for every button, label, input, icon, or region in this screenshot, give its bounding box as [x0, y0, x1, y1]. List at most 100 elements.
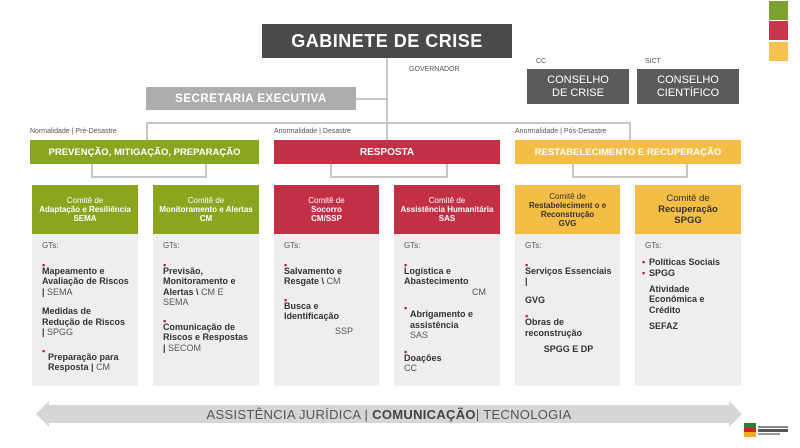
committee-adaptacao: Comitê de Adaptação e Resiliência SEMA [32, 185, 138, 234]
gt-label: GTs: [525, 241, 542, 250]
committee-socorro-prefix: Comitê de [308, 196, 345, 205]
gt-panel-recuperacao: GTs: ▪ Políticas Sociais ▪ SPGG Atividad… [635, 234, 741, 386]
phase-1-tag: Normalidade | Pré-Desastre [30, 128, 117, 135]
phase-restabelecimento-bar: RESTABELECIMENTO E RECUPERAÇÃO [515, 140, 741, 164]
gt-item: ▪ Doações CC [404, 347, 492, 374]
gt-item-owner: CM [96, 362, 111, 372]
committee-monitoramento: Comitê de Monitoramento e Alertas CM [153, 185, 259, 234]
bullet-icon: ▪ [42, 259, 46, 270]
conselho-de-crise-box: CONSELHO DE CRISE [527, 69, 629, 104]
gt-item-title: Políticas Sociais [649, 256, 721, 267]
gt-item: Atividade Econômica e Crédito [649, 284, 733, 316]
committee-restabelecimento-code: GVG [558, 218, 577, 228]
gt-item-title: Preparação para Resposta | [48, 351, 119, 373]
governor-label: GOVERNADOR [409, 66, 460, 73]
committee-adaptacao-prefix: Comitê de [66, 196, 104, 205]
bullet-icon: ▪ [163, 315, 167, 326]
bullet-icon: ▪ [163, 259, 167, 270]
gt-item-title: Atividade Econômica e Crédito [649, 283, 705, 315]
gt-item: ▪ Comunicação de Riscos e Respostas | SE… [163, 316, 251, 354]
gt-item-owner: SPGG [47, 327, 74, 337]
gt-item-owner: CM [472, 286, 486, 297]
gt-item-title: Medidas de Redução de Riscos | [42, 306, 126, 337]
bullet-icon: ▪ [404, 259, 408, 270]
gt-item-owner: SEMA [47, 286, 73, 297]
phase-prevencao-bar: PREVENÇÃO, MITIGAÇÃO, PREPARAÇÃO [30, 140, 259, 164]
committee-assistencia-code: SAS [438, 214, 456, 223]
council-cc-tag: CC [536, 58, 547, 65]
committee-restabelecimento-name: Restabeleciment o e Reconstrução [528, 200, 607, 219]
gt-panel-monitoramento: GTs: ▪ Previsão, Monitoramento e Alertas… [153, 234, 259, 386]
conselho-cientifico-line1: CONSELHO [657, 73, 719, 86]
committee-socorro-name: Socorro [311, 205, 342, 214]
band-part-comunicacao: COMUNICAÇÃO [372, 406, 476, 422]
band-part-tecnologia: | TECNOLOGIA [475, 406, 572, 422]
gabinete-title: GABINETE DE CRISE [291, 30, 483, 51]
gabinete-de-crise-box: GABINETE DE CRISE [262, 24, 512, 58]
committee-monitoramento-name: Monitoramento e Alertas [159, 205, 253, 214]
government-logo [744, 419, 790, 441]
council-sict-tag: SICT [645, 58, 661, 65]
double-arrow-band [36, 401, 742, 427]
connector-committees-5-6b [686, 164, 688, 178]
committee-recuperacao-name: Recuperação [658, 204, 718, 215]
legend-square-red [769, 21, 788, 40]
conselho-de-crise-line2: DE CRISE [552, 86, 604, 99]
connector-committees-1-2b [205, 164, 207, 178]
gt-label: GTs: [645, 241, 662, 250]
gt-item-title: Previsão, Monitoramento e Alertas \ [163, 265, 236, 297]
gt-panel-adaptacao: GTs: ▪ Mapeamento e Avaliação de Riscos … [32, 234, 138, 386]
bullet-icon: ▪ [284, 259, 288, 270]
committee-assistencia-prefix: Comitê de [428, 196, 466, 205]
bullet-icon: ▪ [525, 311, 529, 321]
band-part-juridica: ASSISTÊNCIA JURÍDICA | [206, 406, 369, 422]
gt-label: GTs: [404, 241, 421, 250]
committee-recuperacao: Comitê de Recuperação SPGG [635, 185, 741, 234]
committee-recuperacao-code: SPGG [674, 215, 702, 226]
connector-committees-3-4b [446, 164, 448, 178]
gt-label: GTs: [42, 241, 59, 250]
connector-committees-1-2 [91, 164, 93, 178]
gt-label: GTs: [284, 241, 301, 250]
connector-phase2-drop [386, 122, 388, 140]
gt-item-title: Abrigamento e assistência [410, 309, 474, 330]
phase-2-tag: Anormalidade | Desastre [274, 128, 351, 135]
gt-item-title: Logística e Abastecimento [404, 265, 469, 287]
committee-adaptacao-name: Adaptação e Resiliência [39, 205, 131, 214]
gt-item: ▪ Mapeamento e Avaliação de Riscos | SEM… [42, 260, 130, 298]
gt-item-owner: SSP [334, 325, 353, 336]
secretaria-executiva-box: SECRETARIA EXECUTIVA [146, 87, 356, 110]
committee-monitoramento-code: CM [199, 214, 213, 223]
gt-item-owner: CM E SEMA [163, 286, 224, 308]
committee-socorro-code: CM/SSP [311, 214, 342, 223]
conselho-cientifico-line2: CIENTÍFICO [656, 86, 720, 99]
connector-committees-1-2h [91, 176, 207, 178]
gt-item-title: Serviços Essenciais | [525, 265, 612, 287]
committee-adaptacao-code: SEMA [73, 214, 97, 223]
phase-3-tag: Anormalidade | Pós-Desastre [515, 128, 607, 135]
committee-assistencia: Comitê de Assistência Humanitária SAS [394, 185, 500, 234]
connector-phase3-drop [629, 122, 631, 140]
gt-item-owner: CM [326, 276, 341, 286]
gt-item: ▪ Serviços Essenciais | GVG [525, 260, 612, 306]
bottom-band-text: ASSISTÊNCIA JURÍDICA | COMUNICAÇÃO| TECN… [36, 401, 742, 427]
bullet-icon: ▪ [525, 259, 529, 270]
bullet-icon: ▪ [404, 303, 408, 313]
gt-item: ▪ Salvamento e Resgate \ CM [284, 260, 371, 287]
bullet-icon: ▪ [642, 268, 646, 278]
committee-restabelecimento-prefix: Comitê de [549, 191, 586, 201]
connector-main-vertical [386, 58, 388, 122]
gt-item-title: Doações [404, 352, 442, 363]
gt-panel-socorro: GTs: ▪ Salvamento e Resgate \ CM ▪ Busca… [274, 234, 379, 386]
connector-committees-3-4h [330, 176, 448, 178]
gt-item-title: Mapeamento e Avaliação de Riscos | [42, 265, 129, 297]
gt-item-title: Obras de reconstrução [525, 317, 583, 338]
phase-resposta-title: RESPOSTA [359, 146, 415, 158]
gt-item-owner: GVG [525, 294, 546, 305]
gt-item: ▪ Busca e Identificação SSP [284, 295, 371, 337]
gt-item-owner: SAS [410, 330, 429, 340]
connector-phases-horizontal [146, 122, 630, 124]
bullet-icon: ▪ [42, 345, 46, 356]
legend-square-yellow [769, 42, 788, 61]
phase-prevencao-title: PREVENÇÃO, MITIGAÇÃO, PREPARAÇÃO [48, 146, 241, 158]
